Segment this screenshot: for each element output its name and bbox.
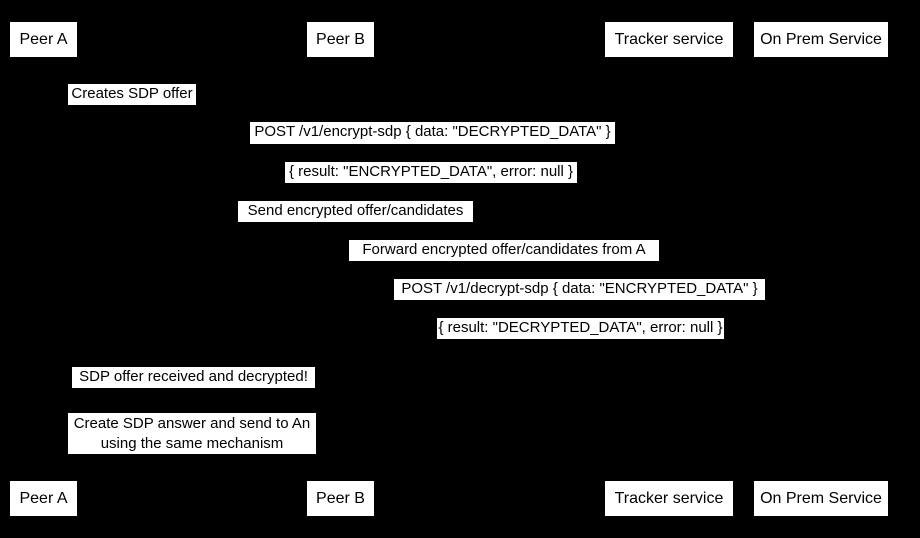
participant-peer-b-bottom[interactable]: Peer B — [307, 481, 374, 516]
participant-on-prem-service-top[interactable]: On Prem Service — [754, 22, 888, 57]
participant-peer-a-top[interactable]: Peer A — [10, 22, 77, 57]
participant-label: Peer A — [19, 30, 68, 48]
arrow-decrypt-sdp-result — [340, 339, 821, 340]
lifeline-peer-a — [43, 57, 44, 481]
participant-label: On Prem Service — [760, 489, 882, 507]
participant-label: Tracker service — [614, 489, 724, 507]
arrow-sdp-offer-received — [43, 388, 340, 389]
note-line-2: using the same mechanism — [100, 434, 284, 452]
participant-peer-b-top[interactable]: Peer B — [307, 22, 374, 57]
note-line-1: Create SDP answer and send to An — [73, 414, 311, 432]
lifeline-peer-b — [340, 57, 341, 481]
participant-tracker-service-top[interactable]: Tracker service — [605, 22, 733, 57]
arrow-encrypt-sdp-result — [43, 183, 821, 184]
message-label-decrypt-sdp-result: { result: "DECRYPTED_DATA", error: null … — [437, 318, 724, 339]
message-label-creates-sdp-offer: Creates SDP offer — [68, 84, 196, 105]
message-label-encrypt-sdp-result: { result: "ENCRYPTED_DATA", error: null … — [285, 162, 577, 183]
arrow-creates-sdp-offer — [43, 105, 103, 106]
message-label-sdp-offer-received: SDP offer received and decrypted! — [72, 367, 315, 388]
participant-label: Tracker service — [614, 30, 724, 48]
message-label-post-encrypt-sdp: POST /v1/encrypt-sdp { data: "DECRYPTED_… — [250, 122, 615, 144]
participant-label: Peer A — [19, 489, 68, 507]
arrow-forward-encrypted-offer — [340, 261, 669, 262]
lifeline-on-prem-service — [821, 57, 822, 481]
arrow-post-decrypt-sdp — [340, 300, 821, 301]
note-create-sdp-answer: Create SDP answer and send to An using t… — [68, 413, 316, 454]
message-label-forward-encrypted-offer: Forward encrypted offer/candidates from … — [349, 240, 659, 261]
participant-peer-a-bottom[interactable]: Peer A — [10, 481, 77, 516]
participant-label: Peer B — [316, 30, 365, 48]
participant-on-prem-service-bottom[interactable]: On Prem Service — [754, 481, 888, 516]
arrow-send-encrypted-offer — [43, 222, 669, 223]
participant-tracker-service-bottom[interactable]: Tracker service — [605, 481, 733, 516]
message-label-post-decrypt-sdp: POST /v1/decrypt-sdp { data: "ENCRYPTED_… — [394, 279, 765, 300]
participant-label: On Prem Service — [760, 30, 882, 48]
arrow-post-encrypt-sdp — [43, 144, 821, 145]
participant-label: Peer B — [316, 489, 365, 507]
lifeline-tracker-service — [669, 57, 670, 481]
message-label-send-encrypted-offer: Send encrypted offer/candidates — [238, 201, 473, 222]
